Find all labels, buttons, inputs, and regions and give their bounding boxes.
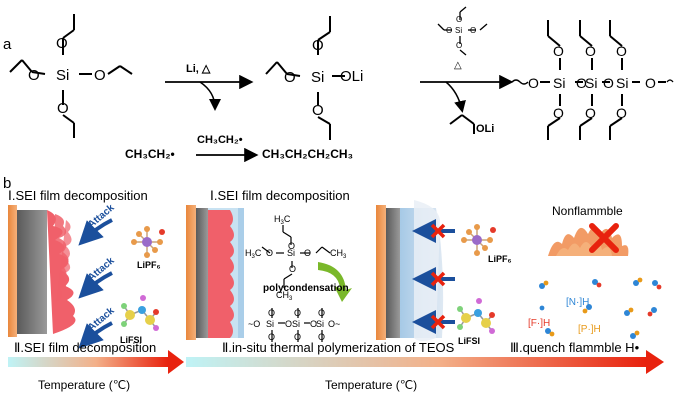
nonflammable-cross [589,223,619,253]
blocked-marks [430,223,446,330]
butane-product: CH₃CH₂CH₂CH₃ [262,147,354,161]
heading-sei-1: Ⅰ.SEI film decomposition [8,188,148,203]
svg-text:O: O [603,75,614,91]
lipf6-label-2: LiPF₆ [488,254,512,264]
svg-text:O: O [585,43,596,59]
heading-polymerization: Ⅱ.in-situ thermal polymerization of TEOS [222,340,455,355]
svg-text:O~: O~ [328,319,340,329]
radical-n-label: [N·]H [566,297,590,308]
svg-text:O: O [576,75,587,91]
lipf6-molecule-2 [461,224,496,256]
temperature-arrows [8,350,664,374]
attack-arrows-1 [78,218,113,349]
svg-text:Si: Si [292,319,300,329]
heading-sei-2: Ⅰ.SEI film decomposition [210,188,350,203]
svg-text:O: O [456,41,462,50]
cell-1 [8,205,76,337]
reagent-label: Li, △ [186,63,211,75]
svg-text:Si: Si [616,75,628,91]
svg-text:H3C: H3C [245,248,262,260]
svg-text:O: O [585,105,596,121]
svg-text:O: O [312,102,324,119]
svg-text:O: O [288,241,295,251]
radical-f-label: [F·]H [528,318,551,329]
svg-text:Si: Si [287,248,295,258]
svg-text:O: O [284,69,296,86]
polysiloxane-chain [511,20,674,140]
svg-text:O: O [56,35,68,52]
svg-text:O: O [456,15,462,24]
cell-2 [186,205,244,340]
teos-molecule-small [261,225,331,288]
svg-text:O: O [553,105,564,121]
temperature-label-2: Temperature (℃) [325,378,418,392]
cell-3 [376,200,444,341]
nonflammable-label: Nonflammble [552,204,623,218]
panel-a-label: a [3,36,12,53]
radical-reactant-2: CH₃CH₂• [197,134,243,146]
silanolate-oli: OLi [340,68,364,85]
svg-text:O: O [553,43,564,59]
teos-molecule [9,14,133,138]
svg-text:O: O [266,248,273,258]
lifsi-label-2: LiFSI [458,336,480,346]
svg-text:O: O [616,105,627,121]
svg-text:O: O [94,67,106,84]
polycondensation-label: polycondensation [263,283,349,294]
svg-text:Si: Si [316,319,324,329]
svg-text:O: O [645,75,656,91]
radical-p-label: [P·]H [578,324,601,335]
radical-reactant: CH₃CH₂• [125,147,175,161]
svg-text:O: O [616,43,627,59]
lifsi-molecule-1 [121,295,159,331]
svg-text:O: O [294,332,301,342]
lipf6-label-1: LiPF₆ [137,260,161,270]
lipf6-molecule-1 [131,226,165,258]
heat-label: △ [454,60,462,71]
svg-text:O: O [528,75,539,91]
svg-text:O: O [285,319,292,329]
leaving-group-label: OLi [476,123,495,135]
svg-text:~O: ~O [248,319,260,329]
svg-text:O: O [470,26,476,35]
svg-text:Si: Si [455,26,462,35]
svg-text:O: O [289,264,296,274]
svg-text:Si: Si [585,75,597,91]
svg-text:H3C: H3C [274,214,291,226]
temperature-label-1: Temperature (℃) [38,378,131,392]
polymer-chain-small [271,308,323,342]
radical-dots [539,277,662,339]
svg-text:O: O [268,332,275,342]
svg-text:O: O [57,100,69,117]
svg-text:O: O [294,308,301,318]
svg-text:O: O [446,26,452,35]
svg-text:O: O [318,332,325,342]
svg-text:O: O [312,37,324,54]
silanolate-molecule [265,16,345,140]
heading-sei-3: Ⅱ.SEI film decomposition [14,340,157,355]
svg-text:CH3: CH3 [330,248,347,260]
svg-text:Si: Si [266,319,274,329]
lifsi-label-1: LiFSI [120,335,142,345]
svg-text:O: O [28,67,40,84]
svg-text:O: O [318,308,325,318]
panel-b-label: b [3,175,12,192]
svg-text:Si: Si [56,67,69,84]
svg-text:O: O [268,308,275,318]
svg-text:Si: Si [553,75,565,91]
lifsi-molecule-2 [457,298,495,334]
heading-quench: Ⅲ.quench flammble H• [510,340,640,355]
svg-text:Si: Si [311,69,324,86]
svg-text:CH3: CH3 [276,290,293,302]
svg-text:O: O [310,319,317,329]
svg-text:O: O [304,248,311,258]
